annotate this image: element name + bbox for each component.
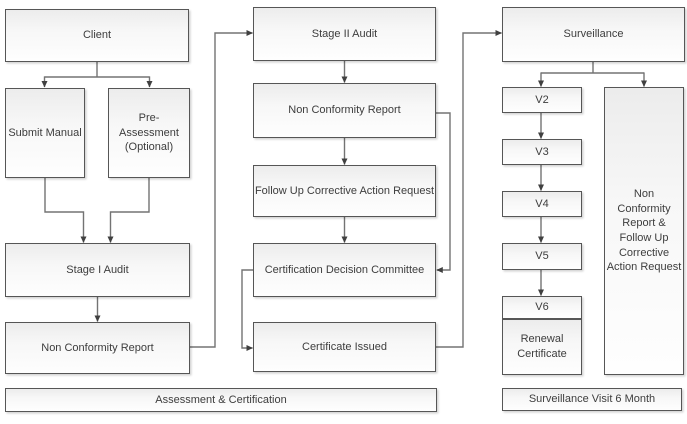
node-stage-2-audit: Stage II Audit <box>253 7 436 61</box>
node-visit-v5: V5 <box>502 243 582 270</box>
node-client: Client <box>5 9 189 62</box>
node-visit-v4: V4 <box>502 191 582 217</box>
node-surveillance: Surveillance <box>502 7 685 62</box>
node-visit-v3: V3 <box>502 139 582 165</box>
node-non-conformity-report-mid: Non Conformity Report <box>253 83 436 138</box>
node-ncr-and-follow-up-tall: Non Conformity Report & Follow Up Correc… <box>604 87 684 375</box>
node-non-conformity-report-left: Non Conformity Report <box>5 322 190 374</box>
node-submit-manual: Submit Manual <box>5 88 85 178</box>
node-stage-1-audit: Stage I Audit <box>5 243 190 297</box>
footer-surveillance-visit: Surveillance Visit 6 Month <box>502 388 682 411</box>
node-renewal-certificate: Renewal Certificate <box>502 319 582 375</box>
node-pre-assessment: Pre-Assessment (Optional) <box>108 88 190 178</box>
node-certificate-issued: Certificate Issued <box>253 322 436 372</box>
node-follow-up-corrective-action-request: Follow Up Corrective Action Request <box>253 165 436 217</box>
node-visit-v2: V2 <box>502 87 582 113</box>
node-visit-v6: V6 <box>502 296 582 319</box>
footer-assessment-certification: Assessment & Certification <box>5 388 437 412</box>
node-certification-decision-committee: Certification Decision Committee <box>253 243 436 297</box>
